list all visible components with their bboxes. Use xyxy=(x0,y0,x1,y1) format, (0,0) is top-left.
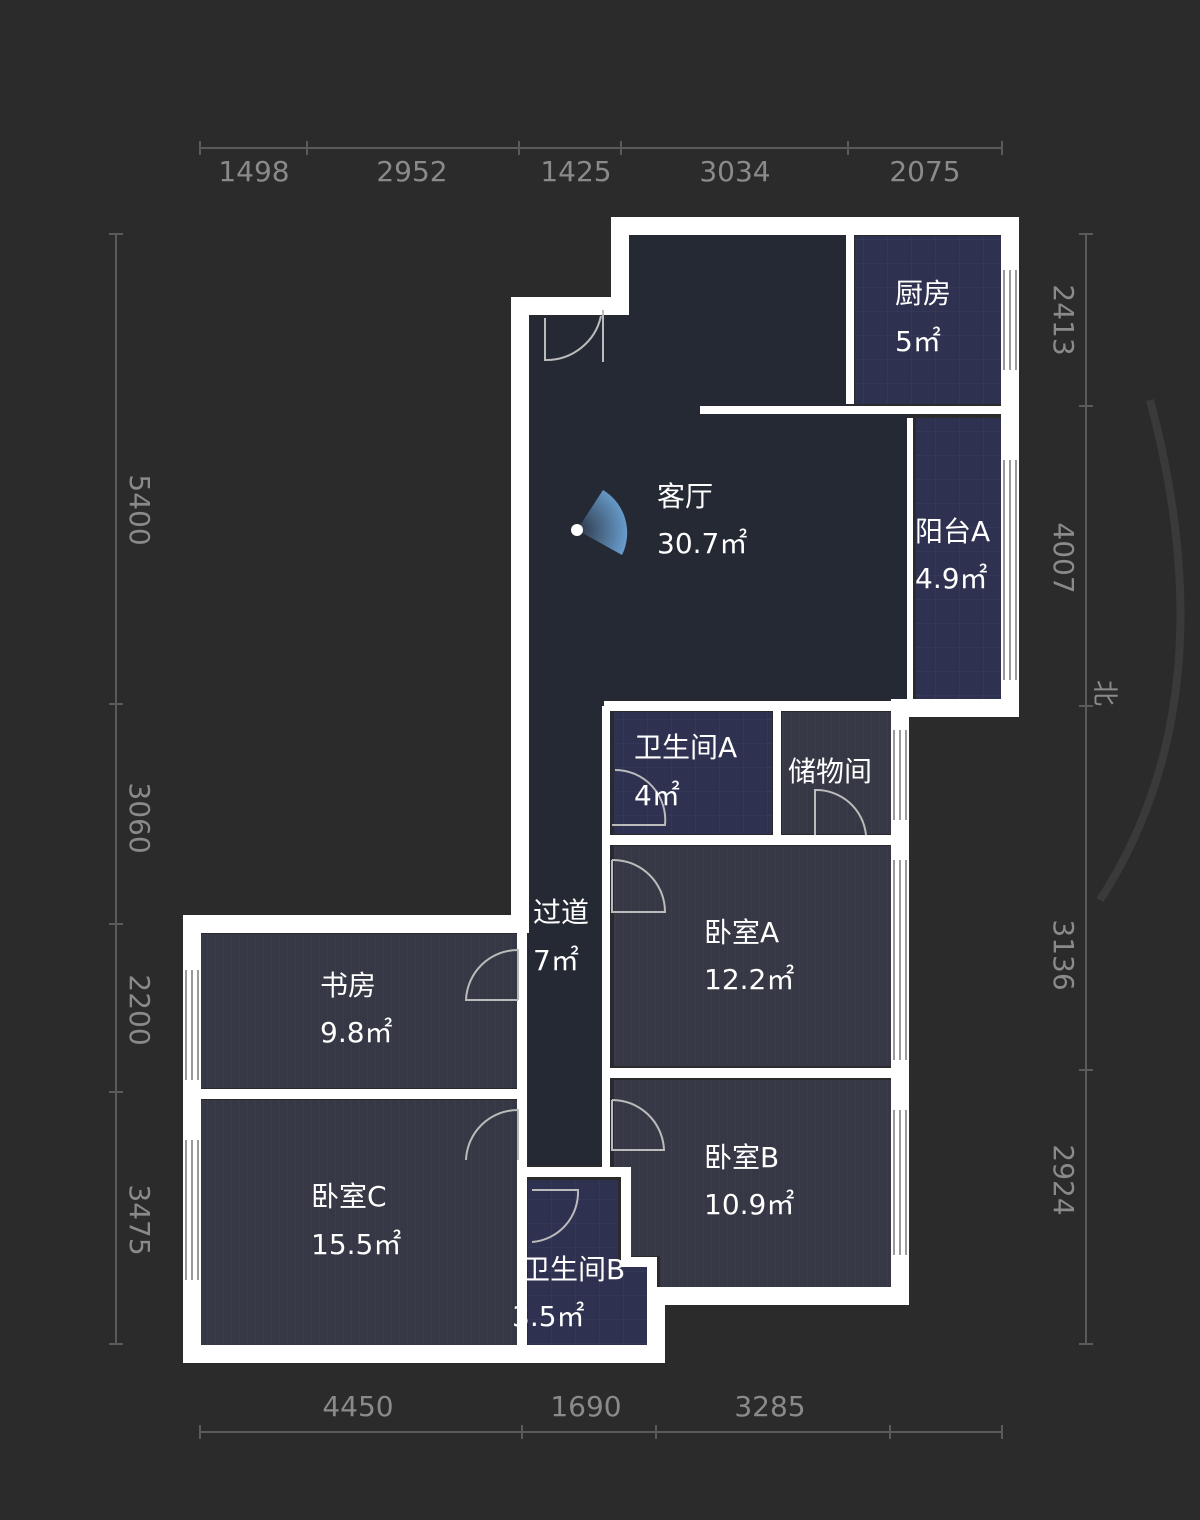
bedroom-c-area: 15.5㎡ xyxy=(311,1228,401,1261)
dim-right-4: 2924 xyxy=(1047,1144,1080,1215)
dim-bottom-3: 3285 xyxy=(734,1390,805,1423)
kitchen-area: 5㎡ xyxy=(895,325,941,358)
bathroom-a-floor xyxy=(614,712,772,834)
compass-north-label: 北 xyxy=(1089,680,1119,706)
dim-left-2: 3060 xyxy=(123,782,156,853)
kitchen-floor xyxy=(855,236,1002,404)
dim-top-5: 2075 xyxy=(889,155,960,188)
bedroom-b-name: 卧室B xyxy=(704,1141,779,1174)
camera-position-dot xyxy=(571,524,583,536)
living-room-name: 客厅 xyxy=(657,480,713,513)
bedroom-a-floor xyxy=(614,846,892,1066)
study-floor xyxy=(200,934,518,1088)
bathroom-b-area: 3.5㎡ xyxy=(512,1300,585,1333)
storage-floor xyxy=(782,712,892,834)
kitchen-name: 厨房 xyxy=(895,277,951,310)
dimension-lines xyxy=(109,141,1093,1439)
bedroom-a-name: 卧室A xyxy=(704,916,779,949)
corridor-name: 过道 xyxy=(533,896,589,929)
dim-left-3: 2200 xyxy=(123,974,156,1045)
living-room-area: 30.7㎡ xyxy=(657,527,747,560)
dim-top-4: 3034 xyxy=(699,155,770,188)
study-name: 书房 xyxy=(320,969,376,1002)
living-room-floor xyxy=(528,234,908,1165)
windows xyxy=(185,270,1017,1280)
compass-arc xyxy=(1096,398,1185,903)
corridor-area: 7㎡ xyxy=(533,944,579,977)
bedroom-b-area: 10.9㎡ xyxy=(704,1188,794,1221)
doors xyxy=(464,310,867,1243)
dim-left-1: 5400 xyxy=(123,474,156,545)
dim-left-4: 3475 xyxy=(123,1184,156,1255)
balcony-a-floor xyxy=(916,418,1002,700)
storage-name: 储物间 xyxy=(788,755,872,788)
bedroom-c-name: 卧室C xyxy=(311,1180,387,1213)
dim-right-1: 2413 xyxy=(1047,284,1080,355)
bathroom-a-name: 卫生间A xyxy=(634,731,737,764)
dimension-labels: 1498 2952 1425 3034 2075 4450 1690 3285 … xyxy=(123,155,1080,1423)
dim-right-3: 3136 xyxy=(1047,919,1080,990)
bathroom-b-name: 卫生间B xyxy=(522,1253,625,1286)
camera-view-icon xyxy=(577,490,628,555)
dim-top-3: 1425 xyxy=(540,155,611,188)
bedroom-c-floor xyxy=(200,1100,518,1345)
balcony-a-name: 阳台A xyxy=(915,515,990,548)
bathroom-a-area: 4㎡ xyxy=(634,779,680,812)
study-area: 9.8㎡ xyxy=(320,1016,393,1049)
dim-top-1: 1498 xyxy=(218,155,289,188)
dim-right-2: 4007 xyxy=(1047,522,1080,593)
bathroom-b-floor xyxy=(528,1180,648,1345)
bedroom-a-area: 12.2㎡ xyxy=(704,963,794,996)
dim-top-2: 2952 xyxy=(376,155,447,188)
dim-bottom-2: 1690 xyxy=(550,1390,621,1423)
walls xyxy=(183,217,1019,1363)
dim-bottom-1: 4450 xyxy=(322,1390,393,1423)
bedroom-b-floor xyxy=(614,1080,892,1288)
balcony-a-area: 4.9㎡ xyxy=(915,562,988,595)
room-labels: 客厅 30.7㎡ 厨房 5㎡ 阳台A 4.9㎡ 卫生间A 4㎡ 储物间 过道 7… xyxy=(311,277,990,1333)
